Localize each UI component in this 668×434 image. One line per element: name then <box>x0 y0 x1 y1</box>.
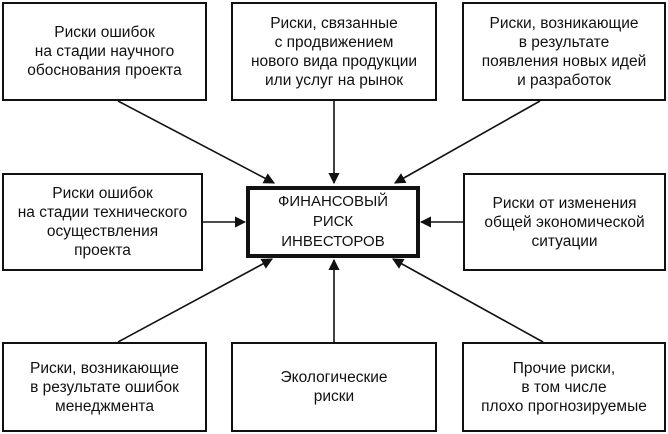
box-top-middle: Риски, связанные с продвижением нового в… <box>231 2 437 101</box>
arrow-top-left <box>117 100 275 184</box>
arrow-bottom-left <box>117 258 273 343</box>
arrow-top-right <box>394 100 541 184</box>
arrow-bottom-right <box>392 258 544 343</box>
box-middle-left: Риски ошибок на стадии технического осущ… <box>2 173 203 271</box>
box-bottom-left: Риски, возникающие в результате ошибок м… <box>2 342 207 432</box>
box-middle-right: Риски от изменения общей экономической с… <box>463 173 666 271</box>
box-top-right: Риски, возникающие в результате появлени… <box>462 2 666 101</box>
box-top-left: Риски ошибок на стадии научного обоснова… <box>2 2 207 101</box>
box-bottom-middle: Экологические риски <box>231 342 437 432</box>
box-bottom-right: Прочие риски, в том числе плохо прогнози… <box>462 342 666 432</box>
center-box-financial-risk: ФИНАНСОВЫЙ РИСК ИНВЕСТОРОВ <box>246 186 420 258</box>
